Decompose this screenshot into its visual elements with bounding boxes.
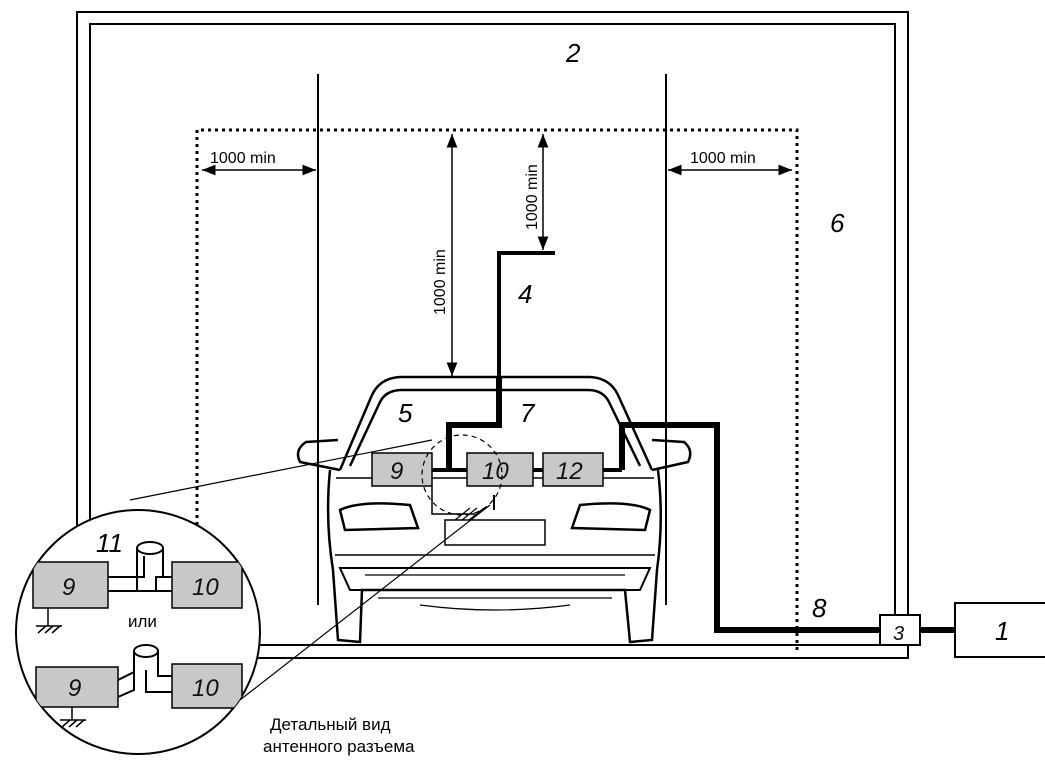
label-9: 9: [390, 458, 403, 485]
label-7: 7: [520, 398, 536, 428]
detail-caption-line1: Детальный вид: [270, 715, 391, 734]
box-10: [466, 452, 534, 487]
detail-box-9-a: [32, 561, 109, 609]
antenna-feed: [446, 376, 502, 470]
antenna-rod: [497, 251, 555, 376]
label-11: 11: [96, 528, 123, 558]
detail-label-9-a: 9: [62, 574, 75, 601]
detail-caption-line2: антенного разъема: [263, 737, 415, 756]
detail-box-9-b: [35, 666, 119, 708]
dim-right: 1000 min: [690, 150, 756, 167]
label-6: 6: [830, 208, 845, 238]
absorber-boundary-dotted: [195, 128, 799, 650]
label-12: 12: [556, 458, 583, 485]
label-1: 1: [995, 616, 1009, 646]
label-8: 8: [812, 593, 827, 623]
detail-leader-lines: [129, 439, 491, 701]
dimension-arrows: [202, 134, 792, 376]
label-5: 5: [398, 398, 413, 428]
or-label: или: [128, 612, 157, 631]
detail-marker-circle: [421, 434, 503, 516]
box-1: [954, 602, 1045, 658]
box-wiring: [431, 468, 622, 521]
dim-left: 1000 min: [210, 150, 276, 167]
connector-detail-inset: 9 10 9 10 11 или: [15, 509, 261, 755]
label-10: 10: [482, 458, 509, 485]
detail-label-9-b: 9: [68, 675, 81, 702]
detail-label-10-a: 10: [192, 574, 219, 601]
box-3: [879, 614, 921, 646]
cable-8: [619, 422, 880, 633]
dim-roof: 1000 min: [432, 249, 449, 315]
detail-box-10-b: [171, 663, 243, 709]
label-3: 3: [893, 623, 904, 645]
label-2: 2: [565, 38, 581, 68]
label-4: 4: [518, 279, 532, 309]
dim-antenna: 1000 min: [524, 164, 541, 230]
detail-label-10-b: 10: [192, 675, 219, 702]
detail-box-10-a: [171, 561, 243, 609]
shielded-enclosure: [76, 11, 909, 659]
